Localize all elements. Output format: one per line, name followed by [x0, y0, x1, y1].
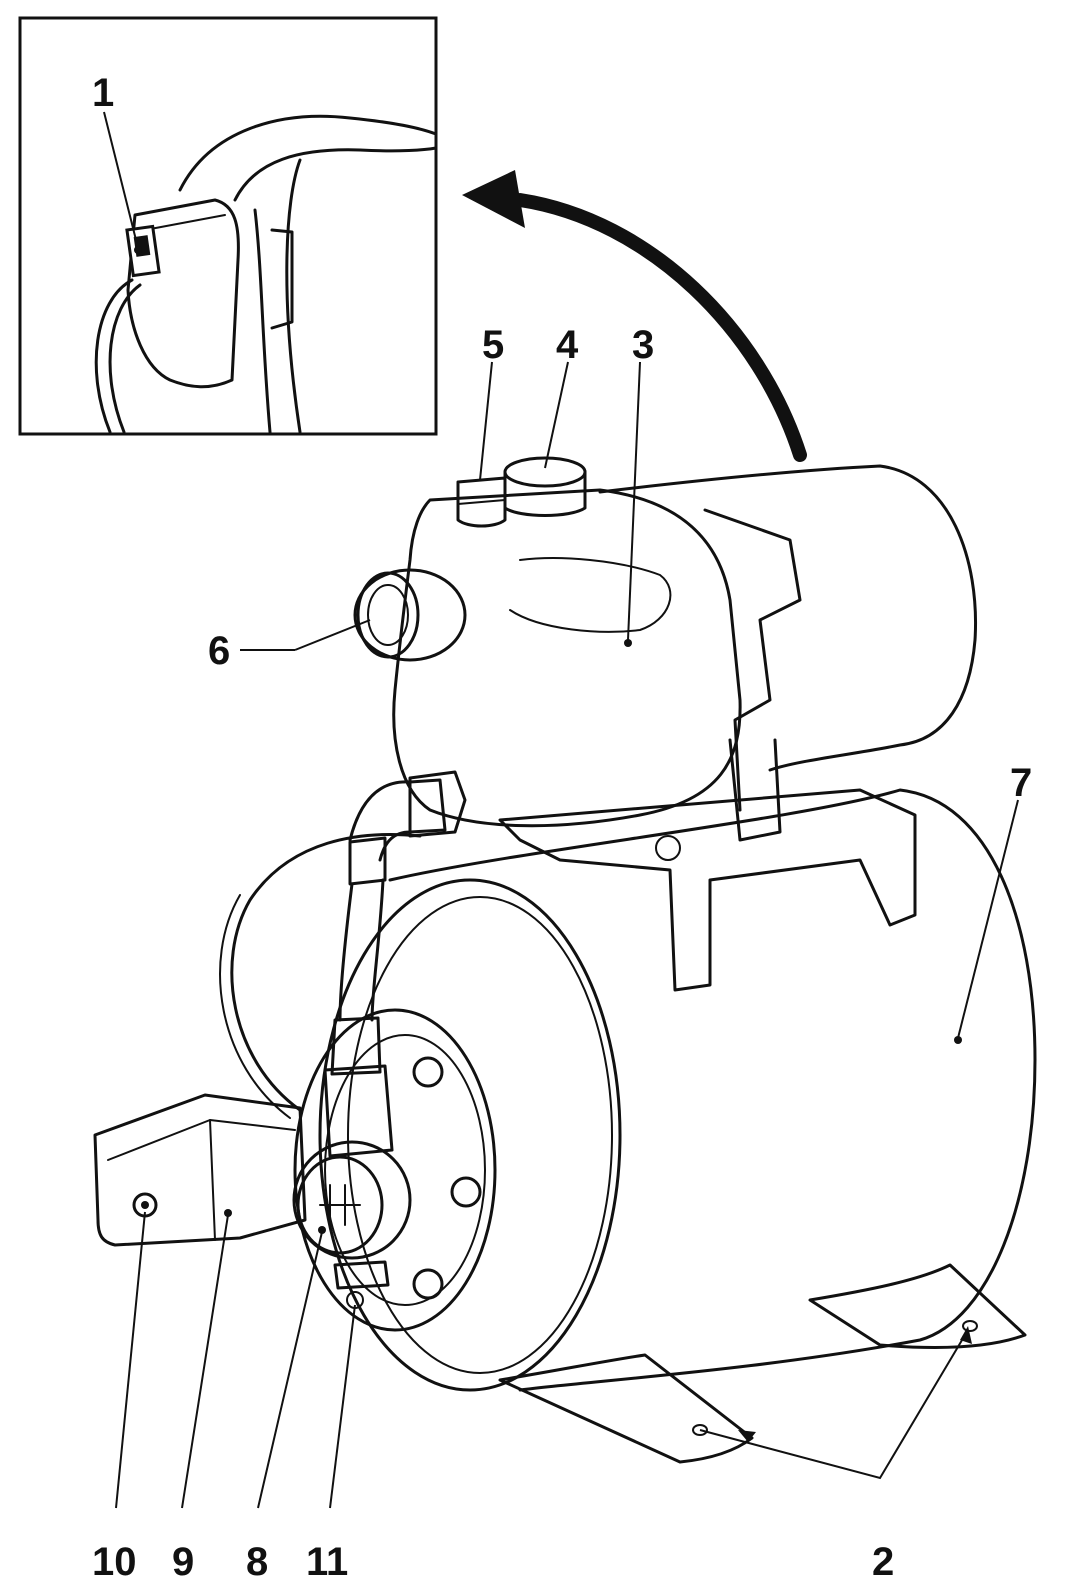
inlet-port-outer: [353, 568, 467, 662]
hose-assembly: [219, 770, 467, 1158]
inset-cable: [94, 278, 134, 434]
tank-end-cap-inner: [347, 896, 613, 1374]
pump-support-leg: [728, 738, 782, 842]
leader-3-dot: [624, 639, 632, 647]
leader-2-arrow-front: [738, 1430, 756, 1442]
outlet-port-body: [503, 470, 587, 517]
callout-11: 11: [306, 1540, 348, 1584]
tank-bracket: [498, 788, 917, 992]
inlet-port-thread: [367, 584, 409, 646]
leader-3: [627, 361, 641, 641]
leader-11: [329, 1304, 356, 1509]
flange-bolt-top: [412, 1056, 444, 1088]
flange-bolt-right: [450, 1176, 482, 1208]
leader-9: [181, 1214, 229, 1509]
outlet-port: [503, 456, 587, 488]
callout-7: 7: [1010, 761, 1032, 805]
power-cable-2: [219, 894, 291, 1119]
motor-body: [598, 464, 978, 772]
inset-detail: [18, 16, 438, 436]
inlet-port: [356, 571, 420, 659]
leader-5: [479, 361, 493, 481]
callout-9: 9: [172, 1540, 194, 1584]
leader-7: [957, 799, 1019, 1039]
leader-10: [115, 1211, 146, 1509]
hose-nut: [408, 770, 467, 838]
leader-8-dot: [318, 1226, 326, 1234]
pressure-switch-box: [93, 1093, 307, 1247]
filler-plug: [456, 476, 507, 528]
pump-drawing: [353, 456, 978, 842]
callout-labels: 1 5 4 3 6 7 10 9 8 11 2: [92, 71, 1032, 1584]
hose-lower-sleeve: [330, 1016, 382, 1076]
callout-10: 10: [92, 1540, 137, 1584]
detail-arrow: [462, 170, 807, 462]
inset-switch-box: [126, 198, 240, 389]
drain-valve: [333, 1260, 390, 1290]
arrow-head: [462, 170, 525, 228]
inset-housing-step: [270, 228, 294, 330]
tank-end-cap: [318, 878, 622, 1392]
tank-foot-front: [498, 1353, 754, 1464]
callout-6: 6: [208, 629, 230, 673]
inset-frame: [18, 16, 438, 436]
leader-2-arrow-rear: [960, 1326, 972, 1344]
fitting-block: [323, 1064, 394, 1158]
gauge-rim: [292, 1140, 412, 1260]
pump-housing-contour: [509, 557, 672, 633]
tank-body: [388, 788, 1037, 1392]
leader-lines: [115, 361, 1019, 1509]
adjust-screw-center: [141, 1201, 149, 1209]
callout-2: 2: [872, 1540, 894, 1584]
leader-9-dot: [224, 1209, 232, 1217]
inset-housing-outline: [178, 114, 438, 192]
pressure-switch-ridge: [209, 1119, 216, 1241]
leader-8: [257, 1231, 323, 1509]
callout-4: 4: [556, 323, 579, 367]
foot-hole-front: [692, 1424, 708, 1436]
hose-pipe: [338, 878, 385, 1022]
power-cable: [230, 833, 422, 1112]
inset-housing-curve: [285, 158, 302, 434]
tank-flange-inner: [324, 1034, 486, 1306]
tank-drawing: [293, 788, 1037, 1464]
callout-1: 1: [92, 71, 114, 115]
pump-housing-rib: [703, 508, 802, 812]
gauge-face: [296, 1155, 384, 1255]
leader-6b: [294, 619, 371, 651]
pressure-switch-drawing: [93, 1093, 307, 1247]
callout-3: 3: [632, 323, 654, 367]
foot-hole-rear: [962, 1320, 978, 1332]
hose-upper-sleeve: [348, 836, 387, 886]
hose-elbow: [348, 778, 447, 862]
pressure-gauge-drawing: [292, 1140, 412, 1309]
pump-housing: [392, 488, 742, 828]
inset-switch-box-face: [144, 214, 226, 231]
callout-8: 8: [246, 1540, 268, 1584]
leader-4: [544, 361, 569, 469]
tank-flange: [293, 1008, 497, 1332]
inset-cable-2: [108, 283, 142, 434]
bracket-bolt: [655, 835, 681, 861]
leader-1: [103, 111, 139, 249]
leader-7-dot: [954, 1036, 962, 1044]
leader-1-dot: [134, 246, 142, 254]
tank-foot-rear: [808, 1263, 1027, 1350]
inset-housing-edge: [253, 208, 272, 434]
flange-bolt-bottom: [412, 1268, 444, 1300]
filler-plug-line: [457, 499, 506, 505]
callout-5: 5: [482, 323, 504, 367]
leader-2: [699, 1329, 969, 1480]
inset-housing-inner: [233, 146, 438, 202]
pressure-switch-face: [107, 1119, 296, 1161]
